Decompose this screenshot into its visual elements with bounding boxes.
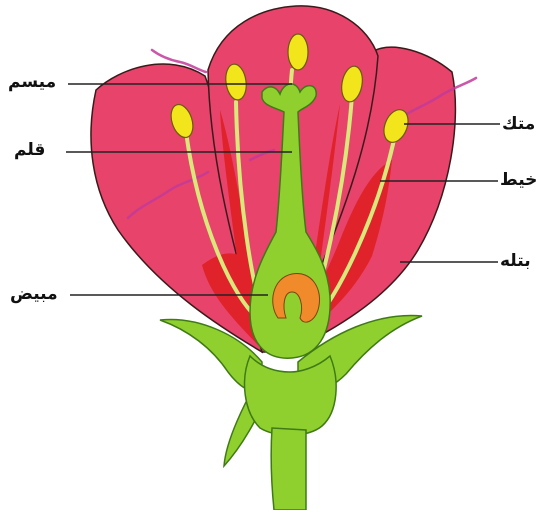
receptacle	[245, 356, 337, 435]
anther-label: متك	[502, 114, 535, 134]
stem	[271, 428, 306, 510]
ovary-label: مبيض	[10, 284, 58, 304]
filament-label: خيط	[500, 170, 537, 190]
petal-label: بتله	[500, 251, 531, 271]
anther-3	[288, 34, 308, 70]
stigma-label: ميسم	[8, 72, 56, 92]
style-label: قلم	[14, 140, 45, 160]
